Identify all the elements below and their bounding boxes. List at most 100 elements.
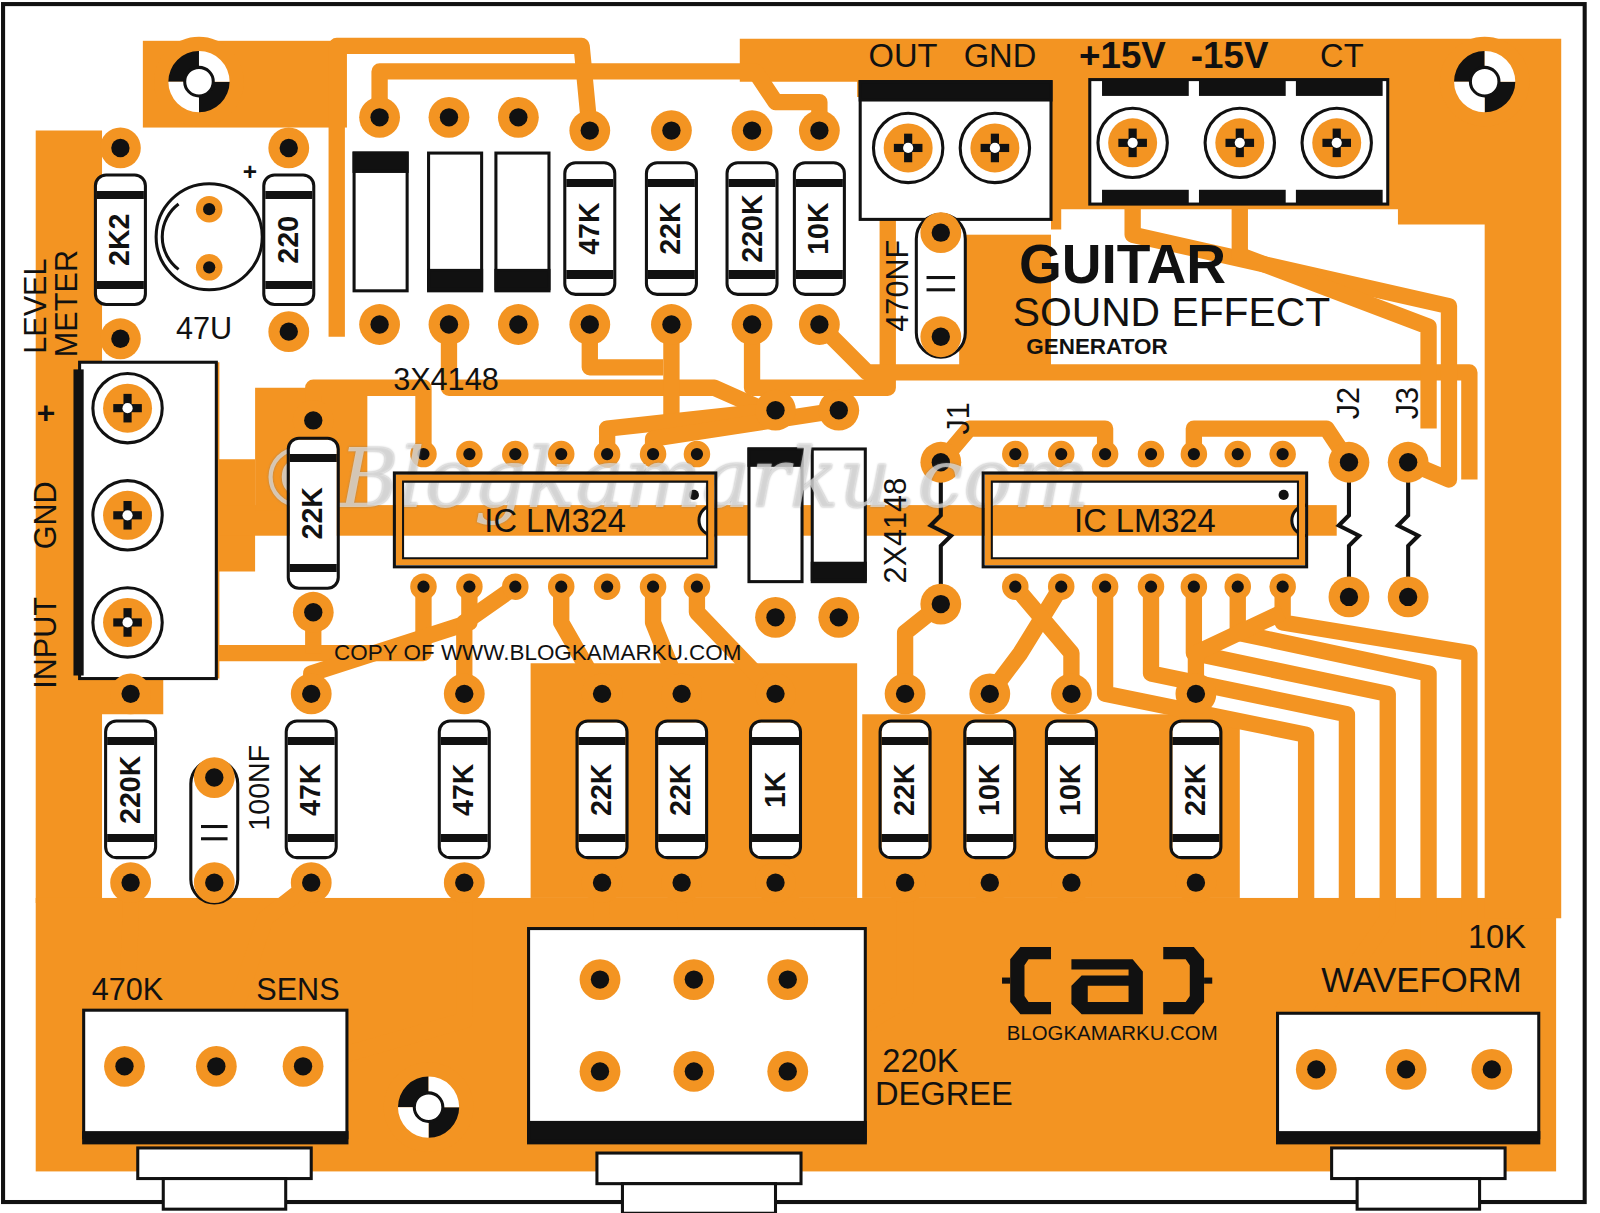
resistor-symbol: 22K (645, 161, 698, 296)
ic-label: IC LM324 (1074, 504, 1216, 537)
component-value: 47K (450, 763, 479, 815)
component-value: 10K (1057, 763, 1086, 815)
logo-mark (1002, 947, 1212, 1014)
board-label: 47U (176, 313, 232, 344)
pad-ring (410, 573, 437, 600)
pad-hole (440, 108, 458, 126)
pad-hole (591, 1062, 609, 1080)
board-label: J3 (1393, 387, 1424, 419)
pad-ring (1386, 1049, 1427, 1090)
resistor-symbol: 47K (285, 719, 338, 859)
board-label: CT (1320, 40, 1364, 73)
pad-ring (1051, 673, 1092, 714)
pad-ring (569, 304, 610, 345)
component-value: 22K (667, 763, 696, 815)
pad-ring (1092, 441, 1119, 468)
board-label: BLOGKAMARKU.COM (1007, 1022, 1218, 1042)
board-label: GENERATOR (1026, 336, 1167, 358)
board-label: + (243, 159, 257, 183)
pad-ring (1176, 862, 1217, 903)
pad-ring (767, 959, 808, 1000)
pad-ring (444, 862, 485, 903)
pad-hole (280, 322, 298, 340)
pad-ring (1388, 577, 1429, 618)
pad-hole (662, 315, 680, 333)
pad-hole (766, 401, 784, 419)
pad-ring (291, 862, 332, 903)
component-value: 220K (738, 194, 767, 262)
pad-hole (1399, 588, 1417, 606)
resistor-symbol: 22K (287, 437, 340, 590)
pad-hole (294, 1057, 312, 1075)
pad-ring (818, 390, 859, 431)
pad-hole (593, 685, 611, 703)
pad-hole (672, 873, 690, 891)
pad-hole (370, 108, 388, 126)
resistor-symbol: 22K (576, 719, 629, 859)
component-value: 22K (657, 202, 686, 254)
pad-hole (766, 873, 784, 891)
pad-ring (194, 862, 235, 903)
pad-ring (969, 862, 1010, 903)
pad-hole (830, 401, 848, 419)
component-value: 220K (116, 755, 145, 823)
pad-hole (591, 970, 609, 988)
pad-ring (1092, 573, 1119, 600)
pad-ring (359, 97, 400, 138)
pad-ring (569, 110, 610, 151)
pad-ring (429, 97, 470, 138)
pad-hole (1188, 448, 1200, 460)
pad-ring (1138, 441, 1165, 468)
pad-ring (1002, 573, 1029, 600)
pad-ring (1329, 442, 1370, 483)
board-label: OUT (869, 40, 938, 73)
resistor-symbol: 10K (1045, 719, 1098, 859)
mounting-holes (154, 37, 1529, 1152)
pad-ring (969, 673, 1010, 714)
board-label: + (31, 404, 62, 422)
pad-hole (593, 873, 611, 891)
board-label: J1 (944, 402, 975, 434)
pad-hole (455, 685, 473, 703)
pad-ring (110, 673, 151, 714)
pad-ring (580, 959, 621, 1000)
terminal-blocks (73, 80, 1387, 679)
pad-ring (920, 316, 961, 357)
pad-hole (647, 581, 659, 593)
pad-ring (1224, 441, 1251, 468)
pad-ring (196, 254, 223, 281)
pad-hole (207, 1057, 225, 1075)
pad-hole (581, 121, 599, 139)
board-label: SOUND EFFECT (1013, 291, 1330, 332)
pad-hole (691, 581, 703, 593)
resistor-symbol: 2K2 (94, 173, 147, 306)
pad-ring (651, 110, 692, 151)
board-label: J2 (1334, 387, 1365, 419)
pad-hole (1483, 1060, 1501, 1078)
pad-hole (1277, 581, 1289, 593)
pad-ring (110, 862, 151, 903)
pad-hole (932, 595, 950, 613)
screw-terminal (93, 373, 162, 442)
pad-ring (1296, 1049, 1337, 1090)
pad-ring (1176, 673, 1217, 714)
screw-terminal (93, 481, 162, 550)
pad-ring (291, 673, 332, 714)
pad-ring (293, 400, 334, 441)
pad-hole (766, 608, 784, 626)
pad-hole (662, 121, 680, 139)
pad-hole (766, 685, 784, 703)
board-label: GND (31, 481, 62, 549)
pad-ring (1048, 573, 1075, 600)
pad-hole (1055, 581, 1067, 593)
pad-ring (732, 304, 773, 345)
pad-ring (755, 862, 796, 903)
pad-hole (370, 315, 388, 333)
pad-ring (799, 304, 840, 345)
pad-ring (268, 128, 309, 169)
screw-terminal (1302, 108, 1371, 177)
pad-hole (1145, 581, 1157, 593)
pad-hole (932, 223, 950, 241)
pad-hole (1188, 581, 1200, 593)
pad-hole (981, 873, 999, 891)
